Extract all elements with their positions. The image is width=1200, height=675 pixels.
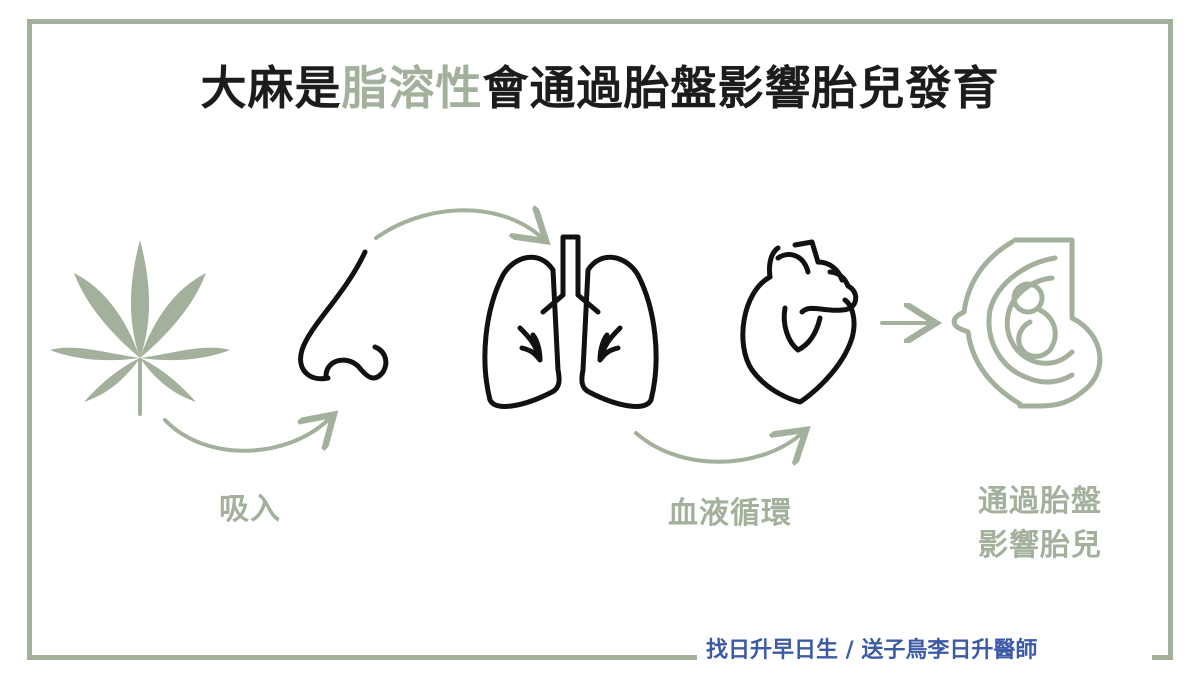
page-title: 大麻是脂溶性會通過胎盤影響胎兒發育	[0, 52, 1200, 118]
border-bottom-left	[27, 655, 697, 660]
pregnant-womb-icon	[951, 237, 1103, 409]
title-part1: 大麻是	[200, 61, 342, 115]
label-placenta: 通過胎盤 影響胎兒	[950, 480, 1130, 568]
heart-icon	[740, 239, 859, 405]
arrow-leaf-to-nose	[163, 420, 328, 453]
border-bottom-right	[1152, 655, 1173, 660]
label-placenta-line1: 通過胎盤	[978, 484, 1102, 519]
title-highlight: 脂溶性	[341, 61, 483, 115]
arrow-lungs-to-heart	[634, 433, 800, 462]
lungs-icon	[482, 234, 659, 409]
arrow-nose-to-lungs	[374, 210, 540, 238]
cannabis-leaf-icon	[50, 240, 230, 416]
credit-text: 找日升早日生 / 送子鳥李日升醫師	[700, 632, 1044, 664]
label-circulation: 血液循環	[668, 496, 792, 531]
title-part2: 會通過胎盤影響胎兒發育	[482, 61, 1000, 115]
border-frame	[27, 19, 1173, 660]
label-inhale: 吸入	[219, 492, 281, 527]
label-placenta-line2: 影響胎兒	[978, 528, 1102, 563]
nose-icon	[298, 249, 389, 382]
